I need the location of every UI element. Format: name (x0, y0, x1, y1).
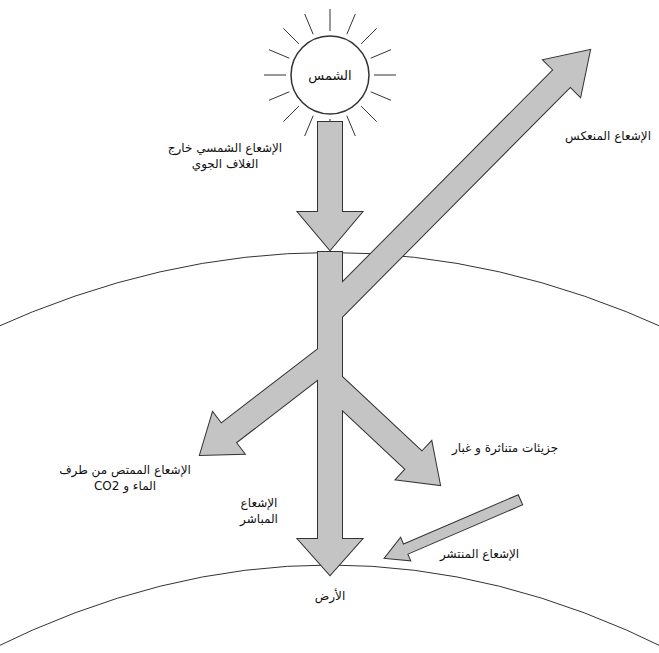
sun-ray (305, 116, 314, 136)
radiation-arrow (298, 122, 362, 250)
reflected-radiation-label: الإشعاع المنعكس (565, 128, 651, 144)
radiation-arrow (200, 346, 337, 456)
radiation-arrow (200, 346, 337, 456)
sun-ray (264, 75, 286, 76)
sun-ray (361, 106, 377, 122)
sun-ray (347, 14, 356, 34)
diffuse-radiation-label: الإشعاع المنتشر (440, 546, 519, 562)
earth-label: الأرض (300, 588, 360, 604)
sun-ray (283, 28, 299, 44)
sun-ray (371, 92, 391, 101)
incoming-radiation-label: الإشعاع الشمسي خارج الغلاف الجوي (155, 140, 295, 172)
absorbed-radiation-label: الإشعاع الممتص من طرف الماء و CO2 (55, 462, 195, 494)
sun-ray (371, 50, 391, 59)
sun-ray (330, 9, 331, 31)
sun-disc (291, 36, 369, 114)
sun-ray (347, 116, 356, 136)
radiation-arrow (322, 373, 440, 485)
scattering-particles-label: جزيئات متناثرة و غبار (450, 440, 560, 456)
sun-label: الشمس (308, 68, 351, 83)
earth-arc (0, 565, 659, 650)
radiation-arrows (200, 50, 590, 575)
radiation-arrow (298, 122, 362, 250)
sun-ray (305, 14, 314, 34)
sun-circle: الشمس (290, 35, 370, 115)
direct-radiation-label: الإشعاع المباشر (224, 495, 294, 527)
sun-ray (283, 106, 299, 122)
sun-ray (374, 75, 396, 76)
sun-ray (269, 92, 289, 101)
sun-ray (269, 50, 289, 59)
sun-ray (361, 28, 377, 44)
